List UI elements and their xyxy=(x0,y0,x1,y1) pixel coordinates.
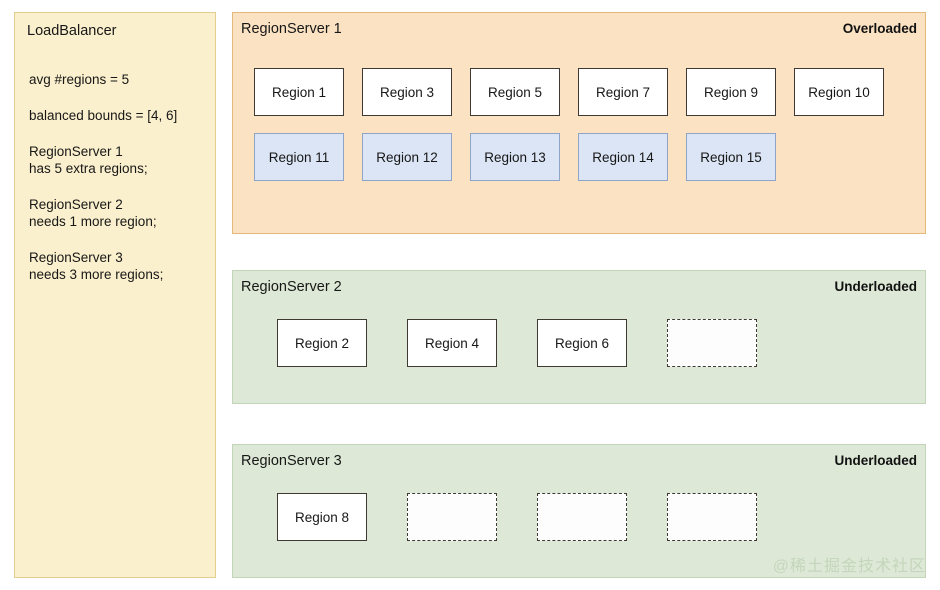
region-box[interactable]: Region 11 xyxy=(254,133,344,181)
regionserver-1-panel: RegionServer 1 Overloaded Region 1 Regio… xyxy=(232,12,926,234)
stat-line: RegionServer 1 xyxy=(29,144,123,159)
regionserver-3-title: RegionServer 3 xyxy=(241,453,342,469)
regionserver-2-title: RegionServer 2 xyxy=(241,279,342,295)
region-row: Region 2 Region 4 Region 6 xyxy=(233,319,925,367)
stat-line: balanced bounds = [4, 6] xyxy=(29,108,178,123)
stat-line: needs 1 more region; xyxy=(29,214,157,229)
stat-block: RegionServer 1 has 5 extra regions; xyxy=(29,143,209,177)
region-box[interactable]: Region 15 xyxy=(686,133,776,181)
region-box[interactable]: Region 10 xyxy=(794,68,884,116)
region-box[interactable]: Region 12 xyxy=(362,133,452,181)
stat-line: avg #regions = 5 xyxy=(29,72,130,87)
region-box[interactable]: Region 5 xyxy=(470,68,560,116)
region-slot-empty[interactable] xyxy=(667,319,757,367)
region-box[interactable]: Region 7 xyxy=(578,68,668,116)
stat-line: RegionServer 3 xyxy=(29,250,123,265)
region-box[interactable]: Region 13 xyxy=(470,133,560,181)
region-box[interactable]: Region 6 xyxy=(537,319,627,367)
region-box[interactable]: Region 2 xyxy=(277,319,367,367)
region-slot-empty[interactable] xyxy=(667,493,757,541)
stat-block: balanced bounds = [4, 6] xyxy=(29,107,209,124)
regionserver-3-status-badge: Underloaded xyxy=(834,453,917,468)
regionserver-1-status-badge: Overloaded xyxy=(842,21,917,36)
region-box[interactable]: Region 3 xyxy=(362,68,452,116)
region-box[interactable]: Region 8 xyxy=(277,493,367,541)
stat-block: RegionServer 3 needs 3 more regions; xyxy=(29,249,209,283)
region-row: Region 1 Region 3 Region 5 Region 7 Regi… xyxy=(233,68,925,116)
region-box[interactable]: Region 9 xyxy=(686,68,776,116)
region-row: Region 11 Region 12 Region 13 Region 14 … xyxy=(233,133,925,181)
loadbalancer-title: LoadBalancer xyxy=(27,23,117,39)
region-slot-empty[interactable] xyxy=(407,493,497,541)
regionserver-2-panel: RegionServer 2 Underloaded Region 2 Regi… xyxy=(232,270,926,404)
loadbalancer-stats: avg #regions = 5 balanced bounds = [4, 6… xyxy=(29,71,209,302)
regionserver-2-status-badge: Underloaded xyxy=(834,279,917,294)
stat-line: has 5 extra regions; xyxy=(29,161,148,176)
loadbalancer-panel: LoadBalancer avg #regions = 5 balanced b… xyxy=(14,12,216,578)
region-box[interactable]: Region 4 xyxy=(407,319,497,367)
stat-block: RegionServer 2 needs 1 more region; xyxy=(29,196,209,230)
region-box[interactable]: Region 1 xyxy=(254,68,344,116)
region-slot-empty[interactable] xyxy=(537,493,627,541)
regionserver-1-title: RegionServer 1 xyxy=(241,21,342,37)
region-box[interactable]: Region 14 xyxy=(578,133,668,181)
stat-line: RegionServer 2 xyxy=(29,197,123,212)
region-row: Region 8 xyxy=(233,493,925,541)
watermark: @稀土掘金技术社区 xyxy=(772,558,926,575)
stat-block: avg #regions = 5 xyxy=(29,71,209,88)
stat-line: needs 3 more regions; xyxy=(29,267,164,282)
regionserver-3-panel: RegionServer 3 Underloaded Region 8 xyxy=(232,444,926,578)
